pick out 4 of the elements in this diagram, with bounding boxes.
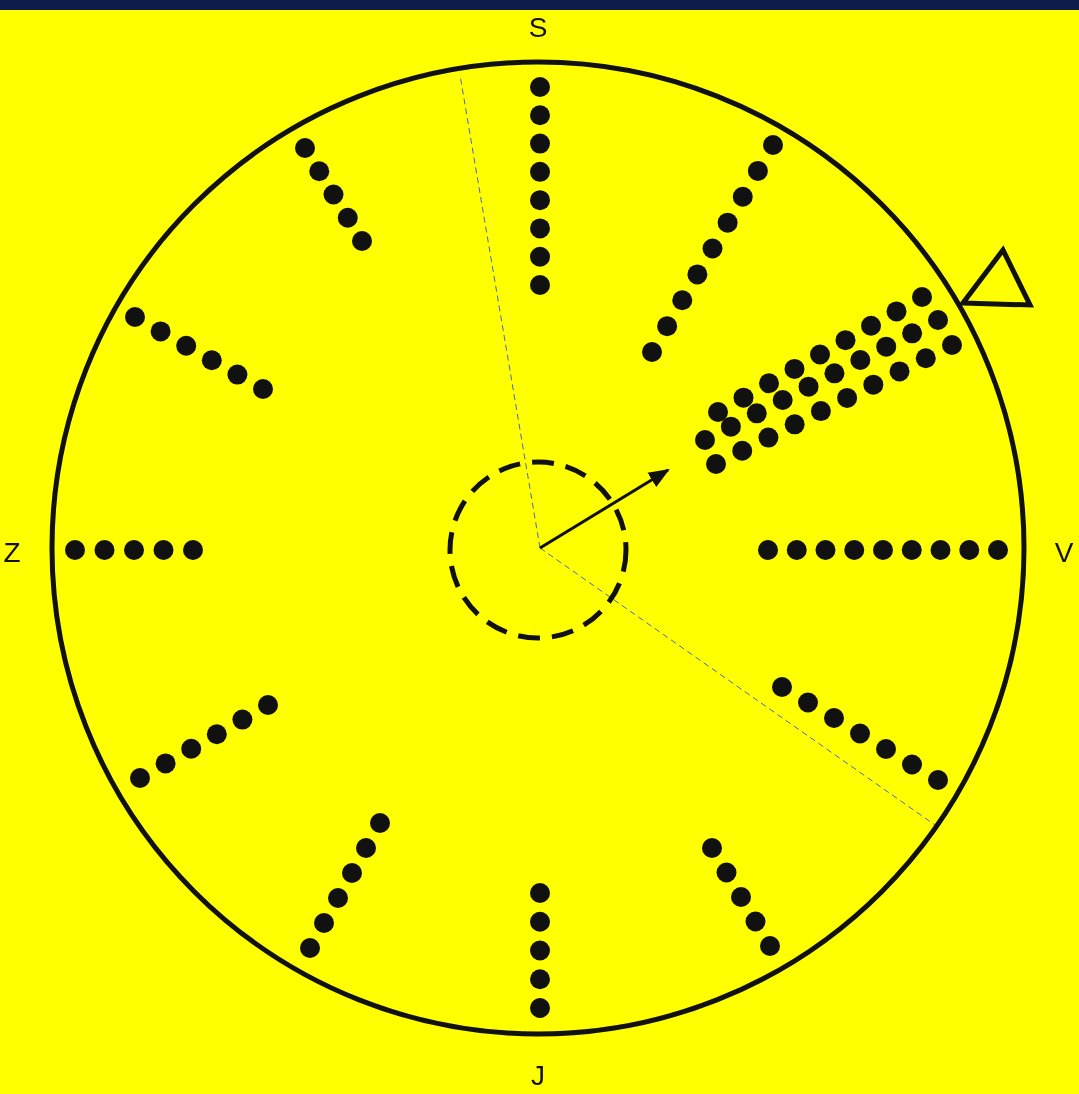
direction-label: V — [1054, 539, 1074, 567]
direction-label: S — [528, 14, 548, 42]
direction-label: Z — [3, 539, 21, 567]
direction-label: J — [531, 1062, 545, 1090]
